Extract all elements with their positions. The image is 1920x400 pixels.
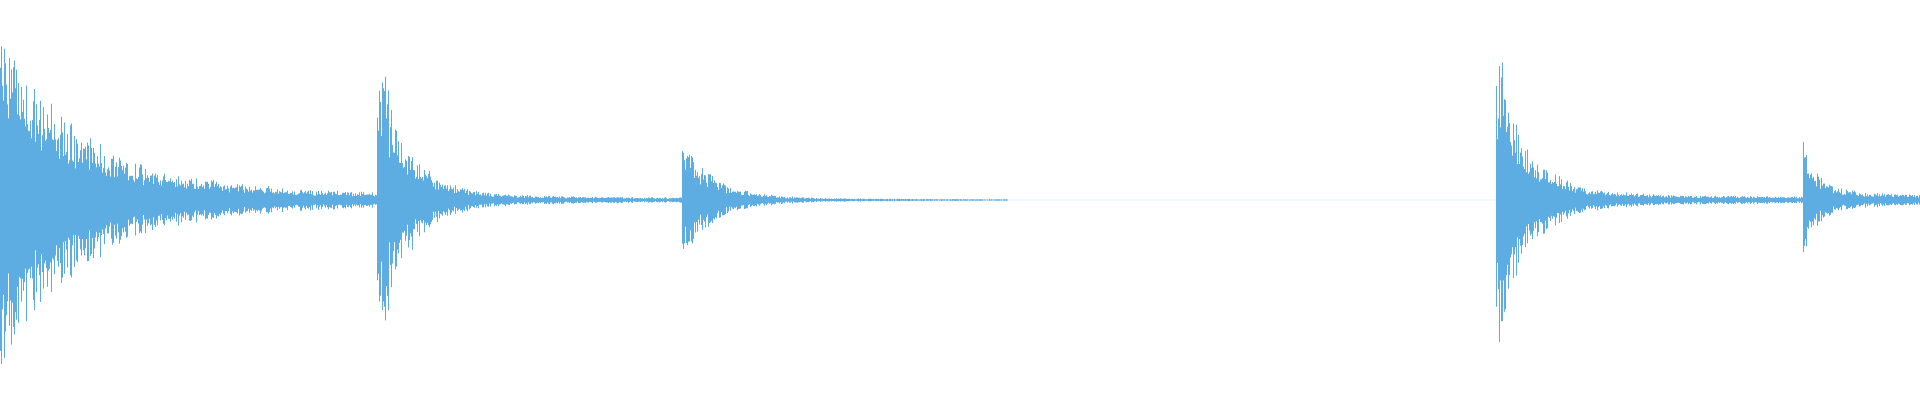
waveform-trace — [0, 46, 1920, 365]
